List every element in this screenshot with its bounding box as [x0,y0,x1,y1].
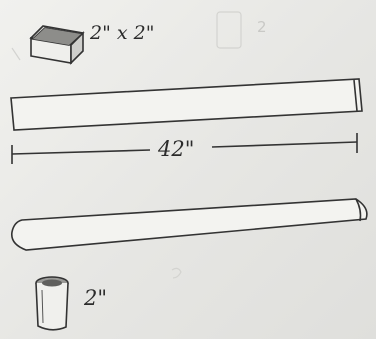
round-tube-icon [35,276,69,331]
rectangular-bar [10,78,363,131]
ghost-digit: 2 [257,18,267,36]
round-tube-diameter-label: 2" [84,286,108,310]
dimension-line [11,133,358,164]
square-tube-size-label: 2" x 2" [90,22,155,44]
ghost-marks [11,11,242,279]
length-label: 42" [158,137,195,161]
round-bar [10,198,368,251]
square-tube-icon [29,25,85,65]
